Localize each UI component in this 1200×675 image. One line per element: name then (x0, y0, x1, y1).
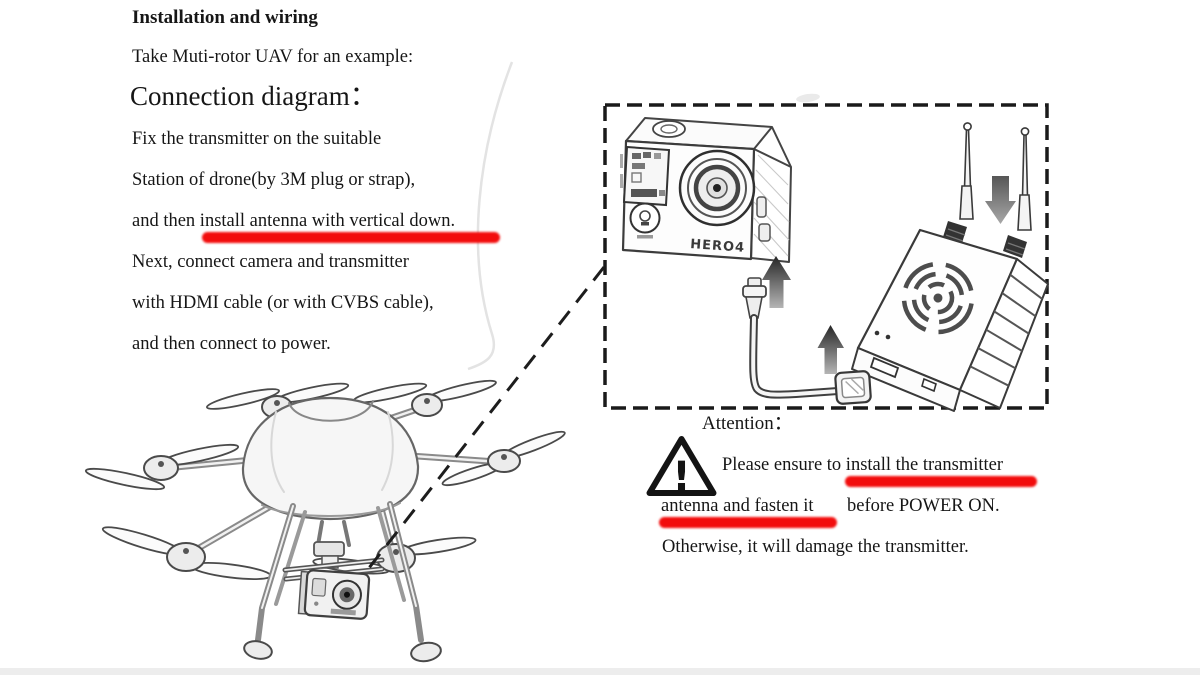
attention-title: Attention： (702, 413, 793, 434)
warning-triangle-icon: ! (646, 436, 717, 500)
attention-line: before POWER ON. (847, 496, 1000, 516)
instruction-line: Station of drone(by 3M plug or strap), (132, 170, 416, 190)
red-marker-underline (845, 476, 1037, 487)
attention-line: Please ensure to install the transmitter (722, 455, 1004, 475)
camera-lcd-screen (620, 145, 671, 207)
fan-grille (901, 261, 975, 335)
camera-illustration: HERO4 (620, 117, 792, 263)
instruction-line: Take Muti-rotor UAV for an example: (132, 47, 414, 67)
up-arrow-icon (762, 256, 791, 308)
section-heading: Installation and wiring (132, 7, 318, 28)
instruction-line: with HDMI cable (or with CVBS cable), (132, 293, 434, 313)
side-button (921, 377, 937, 393)
status-led (885, 334, 891, 340)
antenna-connectors (943, 221, 1027, 258)
subsection-heading: Connection diagram： (130, 81, 377, 111)
transmitter-illustration (851, 122, 1049, 412)
hdmi-plug (834, 370, 872, 405)
instruction-line: and then connect to power. (132, 334, 331, 354)
instruction-line: and then install antenna with vertical d… (132, 211, 456, 231)
antenna-illustration (959, 122, 1032, 231)
drone-illustration (84, 379, 566, 663)
faint-smudge (796, 93, 820, 103)
propeller-blades (84, 379, 566, 580)
up-arrow-icon (817, 325, 844, 374)
camera-mode-button (629, 202, 661, 239)
hdmi-cable-illustration (742, 277, 872, 405)
hdmi-port (869, 356, 900, 379)
connection-diagram-box (603, 103, 1049, 410)
page-bottom-shadow (0, 668, 1200, 675)
instruction-line: Next, connect camera and transmitter (132, 252, 409, 272)
exclamation-mark: ! (672, 454, 690, 500)
landing-legs (243, 501, 442, 663)
status-led (874, 330, 880, 336)
instruction-line: Fix the transmitter on the suitable (132, 129, 382, 149)
red-marker-underline (202, 232, 500, 243)
attention-line: antenna and fasten it (661, 496, 814, 516)
attention-line: Otherwise, it will damage the transmitte… (662, 537, 969, 557)
faint-scan-artifact (467, 61, 514, 371)
heatsink-fins (969, 273, 1043, 387)
dashed-callout-line (363, 266, 606, 574)
down-arrow-icon (985, 176, 1016, 224)
drone-body (241, 396, 420, 521)
camera-model-label: HERO4 (690, 237, 746, 256)
camera-lens (678, 149, 756, 227)
side-hatching (753, 154, 790, 259)
gimbal-camera (282, 520, 385, 620)
red-marker-underline (659, 517, 837, 528)
